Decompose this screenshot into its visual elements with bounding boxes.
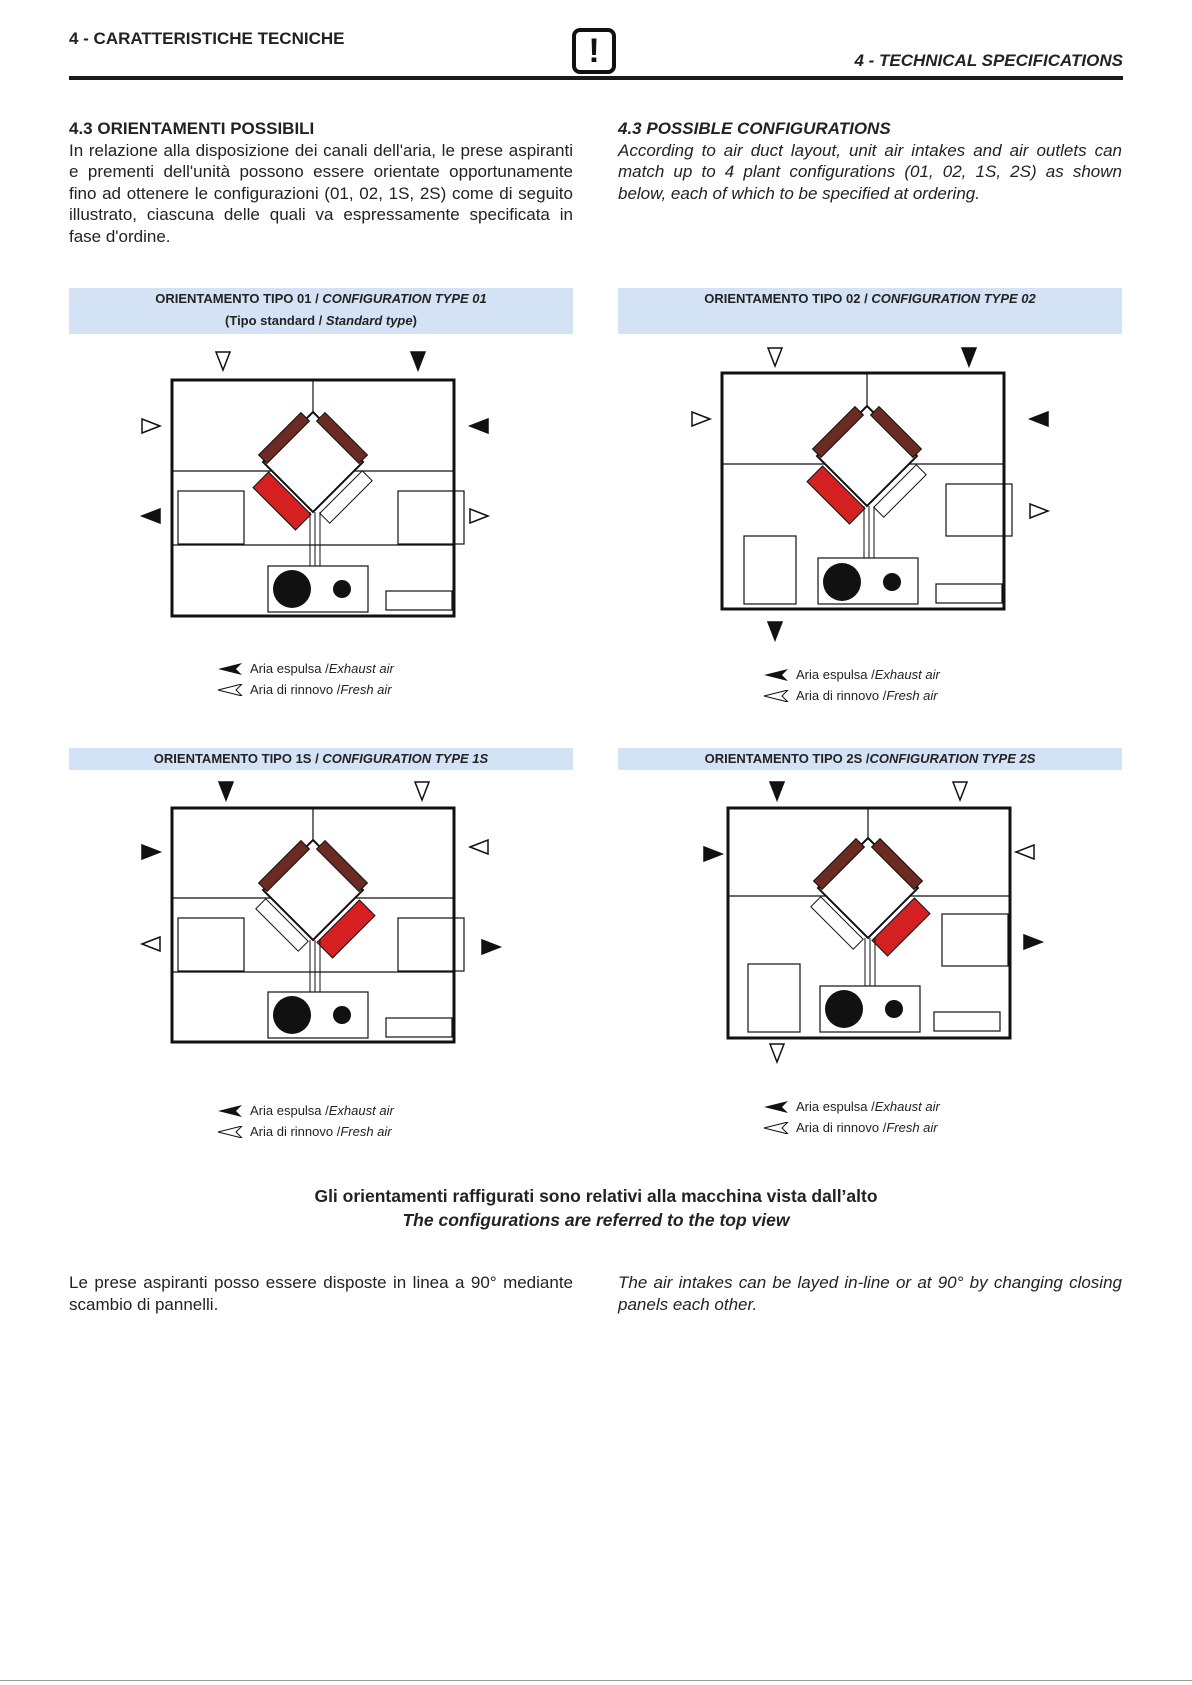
section-title-it: 4 - CARATTERISTICHE TECNICHE — [69, 29, 345, 48]
legend-exhaust-en: Exhaust air — [874, 667, 940, 682]
legend-exhaust-it: Aria espulsa / — [796, 1099, 875, 1114]
config-01-title-en: CONFIGURATION TYPE 01 — [322, 291, 487, 306]
legend-exhaust-en: Exhaust air — [874, 1099, 940, 1114]
fresh-arrow-icon — [763, 689, 789, 702]
legend-fresh-en: Fresh air — [886, 1120, 938, 1135]
config-2s-title-it: ORIENTAMENTO TIPO 2S / — [704, 751, 870, 766]
caption-it: Gli orientamenti raffigurati sono relati… — [314, 1186, 878, 1206]
legend-fresh-it: Aria di rinnovo / — [796, 1120, 887, 1135]
fresh-arrow-icon — [217, 683, 243, 696]
exclamation-icon: ! — [572, 28, 616, 74]
config-1s-header: ORIENTAMENTO TIPO 1S / CONFIGURATION TYP… — [69, 748, 573, 770]
config-01-sub-it: (Tipo standard / — [225, 313, 326, 328]
legend-01: Aria espulsa / Exhaust air Aria di rinno… — [216, 658, 394, 700]
config-02-title-it: ORIENTAMENTO TIPO 02 / — [704, 291, 872, 306]
caption-en: The configurations are referred to the t… — [402, 1210, 790, 1230]
config-02-header: ORIENTAMENTO TIPO 02 / CONFIGURATION TYP… — [618, 288, 1122, 334]
config-01-header: ORIENTAMENTO TIPO 01 / CONFIGURATION TYP… — [69, 288, 573, 334]
page-bottom-rule — [0, 1680, 1192, 1681]
legend-exhaust-it: Aria espulsa / — [250, 661, 329, 676]
legend-fresh-it: Aria di rinnovo / — [796, 688, 887, 703]
section-title-en: 4 - TECHNICAL SPECIFICATIONS — [854, 51, 1123, 70]
legend-02: Aria espulsa / Exhaust air Aria di rinno… — [762, 664, 940, 706]
config-01-title-it: ORIENTAMENTO TIPO 01 / — [155, 291, 323, 306]
legend-fresh-en: Fresh air — [340, 682, 392, 697]
config-2s-diagram — [703, 781, 1045, 1065]
intro-it-title: 4.3 ORIENTAMENTI POSSIBILI — [69, 119, 315, 138]
config-02-title-en: CONFIGURATION TYPE 02 — [871, 291, 1036, 306]
legend-exhaust-en: Exhaust air — [328, 661, 394, 676]
config-1s-diagram — [139, 781, 503, 1044]
legend-fresh-it: Aria di rinnovo / — [250, 1124, 341, 1139]
config-2s-title-en: CONFIGURATION TYPE 2S — [869, 751, 1036, 766]
config-2s-header: ORIENTAMENTO TIPO 2S /CONFIGURATION TYPE… — [618, 748, 1122, 770]
config-02-diagram — [691, 347, 1051, 643]
exhaust-arrow-icon — [764, 1100, 788, 1113]
exhaust-arrow-icon — [218, 1104, 242, 1117]
legend-fresh-en: Fresh air — [340, 1124, 392, 1139]
intro-en-body: According to air duct layout, unit air i… — [618, 140, 1122, 203]
intro-en: 4.3 POSSIBLE CONFIGURATIONS According to… — [618, 118, 1122, 204]
config-1s-title-it: ORIENTAMENTO TIPO 1S / — [153, 751, 323, 766]
intro-it-body: In relazione alla disposizione dei canal… — [69, 140, 573, 246]
config-1s-title-en: CONFIGURATION TYPE 1S — [322, 751, 489, 766]
air-arrows — [139, 351, 491, 525]
intro-en-title: 4.3 POSSIBLE CONFIGURATIONS — [618, 119, 891, 138]
fresh-arrow-icon — [217, 1125, 243, 1138]
legend-exhaust-it: Aria espulsa / — [250, 1103, 329, 1118]
header-divider — [69, 76, 1123, 80]
note-en: The air intakes can be layed in-line or … — [618, 1273, 1122, 1314]
legend-exhaust-it: Aria espulsa / — [796, 667, 875, 682]
intro-it: 4.3 ORIENTAMENTI POSSIBILI In relazione … — [69, 118, 573, 248]
exhaust-arrow-icon — [764, 668, 788, 681]
config-01-sub-en: Standard type — [325, 313, 413, 328]
legend-exhaust-en: Exhaust air — [328, 1103, 394, 1118]
legend-fresh-en: Fresh air — [886, 688, 938, 703]
config-01-sub-close: ) — [412, 313, 417, 328]
legend-1s: Aria espulsa / Exhaust air Aria di rinno… — [216, 1100, 394, 1142]
config-01-diagram — [139, 351, 491, 618]
fresh-arrow-icon — [763, 1121, 789, 1134]
legend-2s: Aria espulsa / Exhaust air Aria di rinno… — [762, 1096, 940, 1138]
note-it: Le prese aspiranti posso essere disposte… — [69, 1273, 573, 1314]
exhaust-arrow-icon — [218, 662, 242, 675]
legend-fresh-it: Aria di rinnovo / — [250, 682, 341, 697]
